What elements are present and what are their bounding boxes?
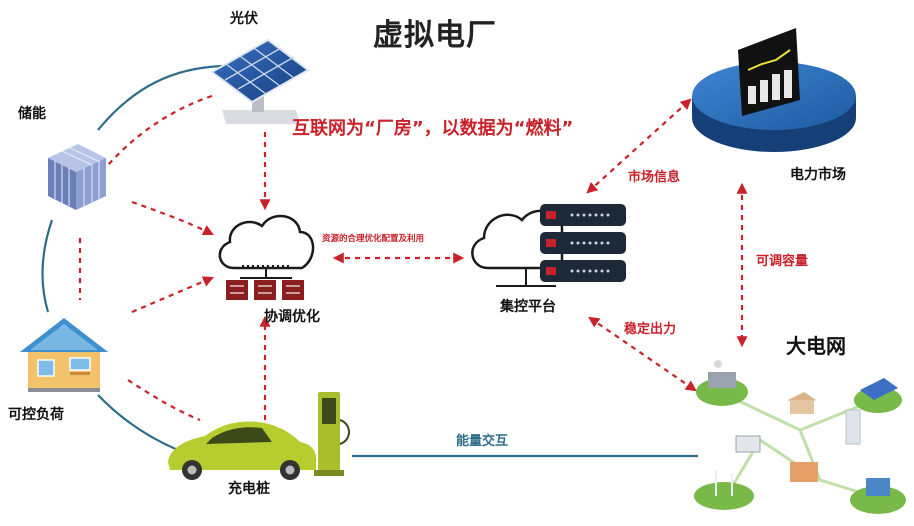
node-label-market: 电力市场 xyxy=(790,167,846,183)
edge-label-energy: 能量交互 xyxy=(456,434,509,449)
arc-load-ev xyxy=(97,394,179,452)
arrow-platform-market xyxy=(586,98,692,194)
edge-label-resource: 资源的合理优化配置及利用 xyxy=(322,234,425,244)
edge-label-stable: 稳定出力 xyxy=(624,322,677,337)
server-stack-icon xyxy=(540,204,626,282)
node-label-solar: 光伏 xyxy=(230,11,258,27)
arc-storage-load xyxy=(41,219,54,313)
edge-label-market-info: 市场信息 xyxy=(628,170,681,185)
edge-label-adjustable: 可调容量 xyxy=(756,254,809,269)
cloud-optimize-icon xyxy=(218,214,315,300)
node-label-storage: 储能 xyxy=(18,106,46,122)
house-icon xyxy=(20,318,108,392)
slogan-text: 互联网为“厂房”，以数据为“燃料” xyxy=(292,118,574,139)
electric-car-icon xyxy=(168,421,317,480)
charging-station-icon xyxy=(314,392,350,476)
arrow-platform-grid xyxy=(588,316,697,392)
node-label-platform: 集控平台 xyxy=(500,299,556,315)
dash-solar-storage xyxy=(107,94,213,166)
node-label-ev: 充电桩 xyxy=(228,481,270,497)
node-label-grid: 大电网 xyxy=(786,334,846,358)
node-label-optimize: 协调优化 xyxy=(264,309,320,325)
node-label-load: 可控负荷 xyxy=(8,407,64,423)
arc-storage-solar xyxy=(97,64,223,131)
control-platform-icon xyxy=(471,204,626,287)
power-market-icon xyxy=(692,28,856,152)
red-dashed-arrows xyxy=(78,94,748,430)
teal-connection-lines xyxy=(41,64,698,458)
dash-load-ev xyxy=(127,379,201,422)
arrow-storage-optimize xyxy=(131,200,214,235)
arrow-load-optimize xyxy=(131,276,215,314)
diagram-title: 虚拟电厂 xyxy=(373,18,497,53)
storage-battery-icon xyxy=(48,144,106,210)
power-grid-icon xyxy=(694,360,906,514)
solar-panel-icon xyxy=(210,38,310,124)
